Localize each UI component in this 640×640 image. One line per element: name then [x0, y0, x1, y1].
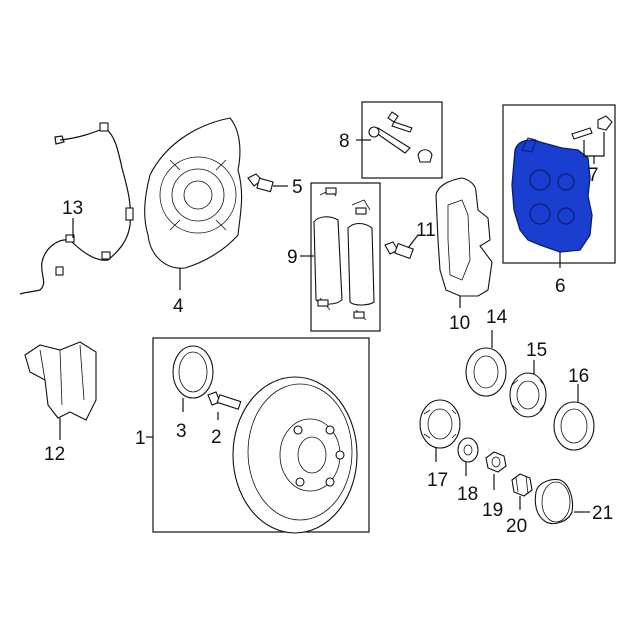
label-20: 20 — [506, 516, 527, 537]
label-8: 8 — [339, 131, 350, 152]
label-14: 14 — [486, 307, 508, 328]
shield-bolt — [247, 173, 274, 193]
label-18: 18 — [457, 484, 478, 505]
dust-cap — [534, 478, 574, 525]
lock-ring — [511, 473, 533, 497]
washer — [457, 437, 479, 463]
label-17: 17 — [427, 470, 448, 491]
label-5: 5 — [292, 177, 303, 198]
label-11: 11 — [416, 220, 436, 241]
label-3: 3 — [176, 421, 187, 442]
label-7: 7 — [588, 165, 599, 186]
guide-pin-box — [361, 101, 443, 179]
brake-caliper — [511, 137, 593, 253]
label-4: 4 — [173, 296, 184, 317]
caliper-bolt — [384, 241, 414, 260]
caliper-bracket — [435, 177, 493, 297]
rotor-group-box — [152, 337, 370, 533]
brake-rotor — [232, 376, 358, 534]
bearing-seal — [465, 347, 507, 397]
label-13: 13 — [62, 198, 83, 219]
label-6: 6 — [555, 276, 566, 297]
label-9: 9 — [287, 247, 298, 268]
dust-shield — [144, 117, 243, 269]
bleeder-screw — [571, 115, 613, 140]
wheel-stud — [207, 391, 242, 410]
label-21: 21 — [592, 503, 613, 524]
outer-bearing — [509, 372, 547, 418]
spindle-nut — [485, 451, 507, 473]
label-1: 1 — [135, 428, 146, 449]
pad-kit-box — [310, 182, 381, 332]
hub-seal — [172, 345, 214, 399]
label-2: 2 — [211, 427, 222, 448]
label-15: 15 — [526, 340, 547, 361]
abs-sensor-wire — [19, 122, 134, 295]
brake-pads — [313, 187, 375, 321]
label-19: 19 — [482, 500, 503, 521]
guide-pin-kit — [368, 111, 433, 163]
label-10: 10 — [449, 313, 470, 334]
label-16: 16 — [568, 366, 589, 387]
bearing-race — [553, 401, 595, 451]
sensor-bracket — [24, 341, 97, 421]
label-12: 12 — [44, 444, 65, 465]
inner-bearing — [419, 399, 461, 449]
caliper-box — [502, 104, 616, 264]
